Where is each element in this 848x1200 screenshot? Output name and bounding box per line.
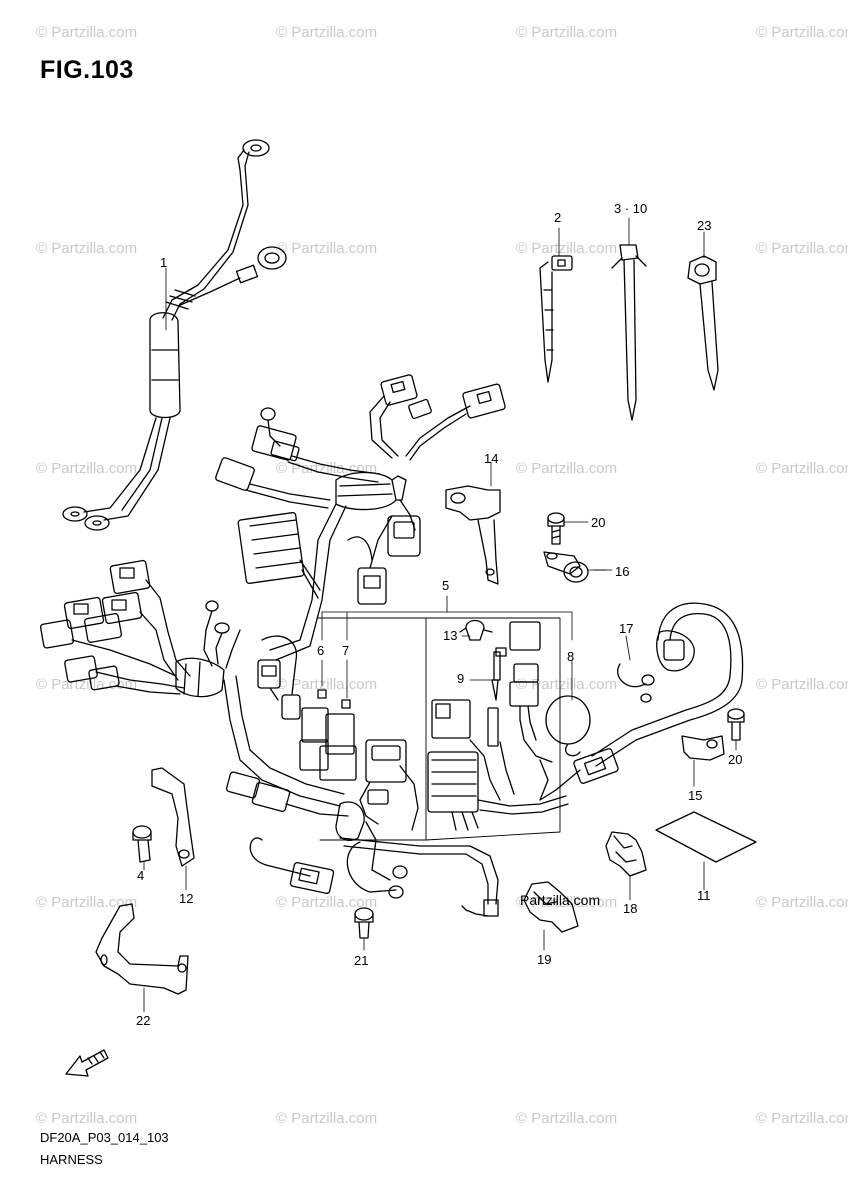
watermark-text: © Partzilla.com: [36, 894, 138, 911]
main-harness: [39, 374, 506, 917]
bracket-14: [445, 461, 501, 585]
watermark-text: © Partzilla.com: [276, 894, 378, 911]
callout-14: 14: [484, 451, 499, 466]
diagram-name: HARNESS: [40, 1152, 103, 1167]
watermark-text: © Partzilla.com: [276, 460, 378, 477]
watermark-text: © Partzilla.com: [516, 1110, 618, 1127]
watermark-text: © Partzilla.com: [756, 894, 848, 911]
cable-tie-2: [539, 227, 573, 383]
diagram-code: DF20A_P03_014_103: [40, 1130, 169, 1145]
right-harness-branch: [539, 602, 744, 801]
callout-22: 22: [136, 1013, 151, 1028]
bracket-12: [151, 767, 195, 891]
bolt-20-right: [727, 708, 745, 751]
watermark-text: © Partzilla.com: [756, 240, 848, 257]
figure-title: FIG.103: [40, 56, 134, 84]
sheet-11: [655, 811, 757, 891]
watermark-text: © Partzilla.com: [516, 24, 618, 41]
bolt-4: [132, 825, 152, 869]
callout-7: 7: [342, 643, 350, 658]
fwd-arrow-icon: [65, 1049, 109, 1077]
callout-19: 19: [537, 952, 552, 967]
watermark-text: © Partzilla.com: [276, 1110, 378, 1127]
watermark-text: © Partzilla.com: [516, 676, 618, 693]
callout-12: 12: [179, 891, 194, 906]
watermark-text: © Partzilla.com: [756, 1110, 848, 1127]
callout-5: 5: [442, 578, 450, 593]
callout-17: 17: [619, 621, 634, 636]
watermark-text: © Partzilla.com: [36, 24, 138, 41]
cable-tie-3-10: [611, 217, 647, 421]
watermark-text: © Partzilla.com: [276, 240, 378, 257]
bracket-15: [681, 735, 725, 787]
watermark-text: © Partzilla.com: [276, 24, 378, 41]
bracket-22: [95, 903, 189, 1013]
watermark-text: © Partzilla.com: [756, 24, 848, 41]
watermark-text: © Partzilla.com: [36, 240, 138, 257]
inline-watermark: Partzilla.com: [520, 892, 601, 908]
callout-3-10: 3 · 10: [614, 201, 648, 216]
callout-21: 21: [354, 953, 369, 968]
clip-19: [523, 881, 579, 951]
watermark-text: © Partzilla.com: [516, 240, 618, 257]
callout-9: 9: [457, 671, 465, 686]
callout-23: 23: [697, 218, 712, 233]
harness-bracket-5: [317, 595, 573, 841]
watermark-text: © Partzilla.com: [516, 460, 618, 477]
bolt-20-top: [547, 512, 589, 545]
watermark-text: © Partzilla.com: [36, 1110, 138, 1127]
callout-13: 13: [443, 628, 458, 643]
clamp-16: [543, 551, 613, 583]
bolt-21: [354, 907, 374, 951]
callout-4: 4: [137, 868, 145, 883]
callout-8: 8: [567, 649, 575, 664]
callout-20-right: 20: [728, 752, 743, 767]
cable-tie-23: [687, 231, 719, 391]
watermark-text: © Partzilla.com: [516, 894, 618, 911]
callout-15: 15: [688, 788, 703, 803]
band-17: [617, 635, 655, 703]
battery-cable-part: [62, 139, 287, 531]
callout-2: 2: [554, 210, 562, 225]
callout-18: 18: [623, 901, 638, 916]
watermark-text: © Partzilla.com: [756, 676, 848, 693]
callout-6: 6: [317, 643, 325, 658]
callout-16: 16: [615, 564, 630, 579]
watermark-text: © Partzilla.com: [36, 676, 138, 693]
callout-11: 11: [697, 888, 711, 903]
watermark-text: © Partzilla.com: [276, 676, 378, 693]
callout-20-top: 20: [591, 515, 606, 530]
clip-18: [605, 831, 647, 901]
callout-1: 1: [160, 255, 168, 270]
watermark-text: © Partzilla.com: [36, 460, 138, 477]
ecu-relay-cluster-8: [427, 619, 591, 831]
watermark-text: © Partzilla.com: [756, 460, 848, 477]
